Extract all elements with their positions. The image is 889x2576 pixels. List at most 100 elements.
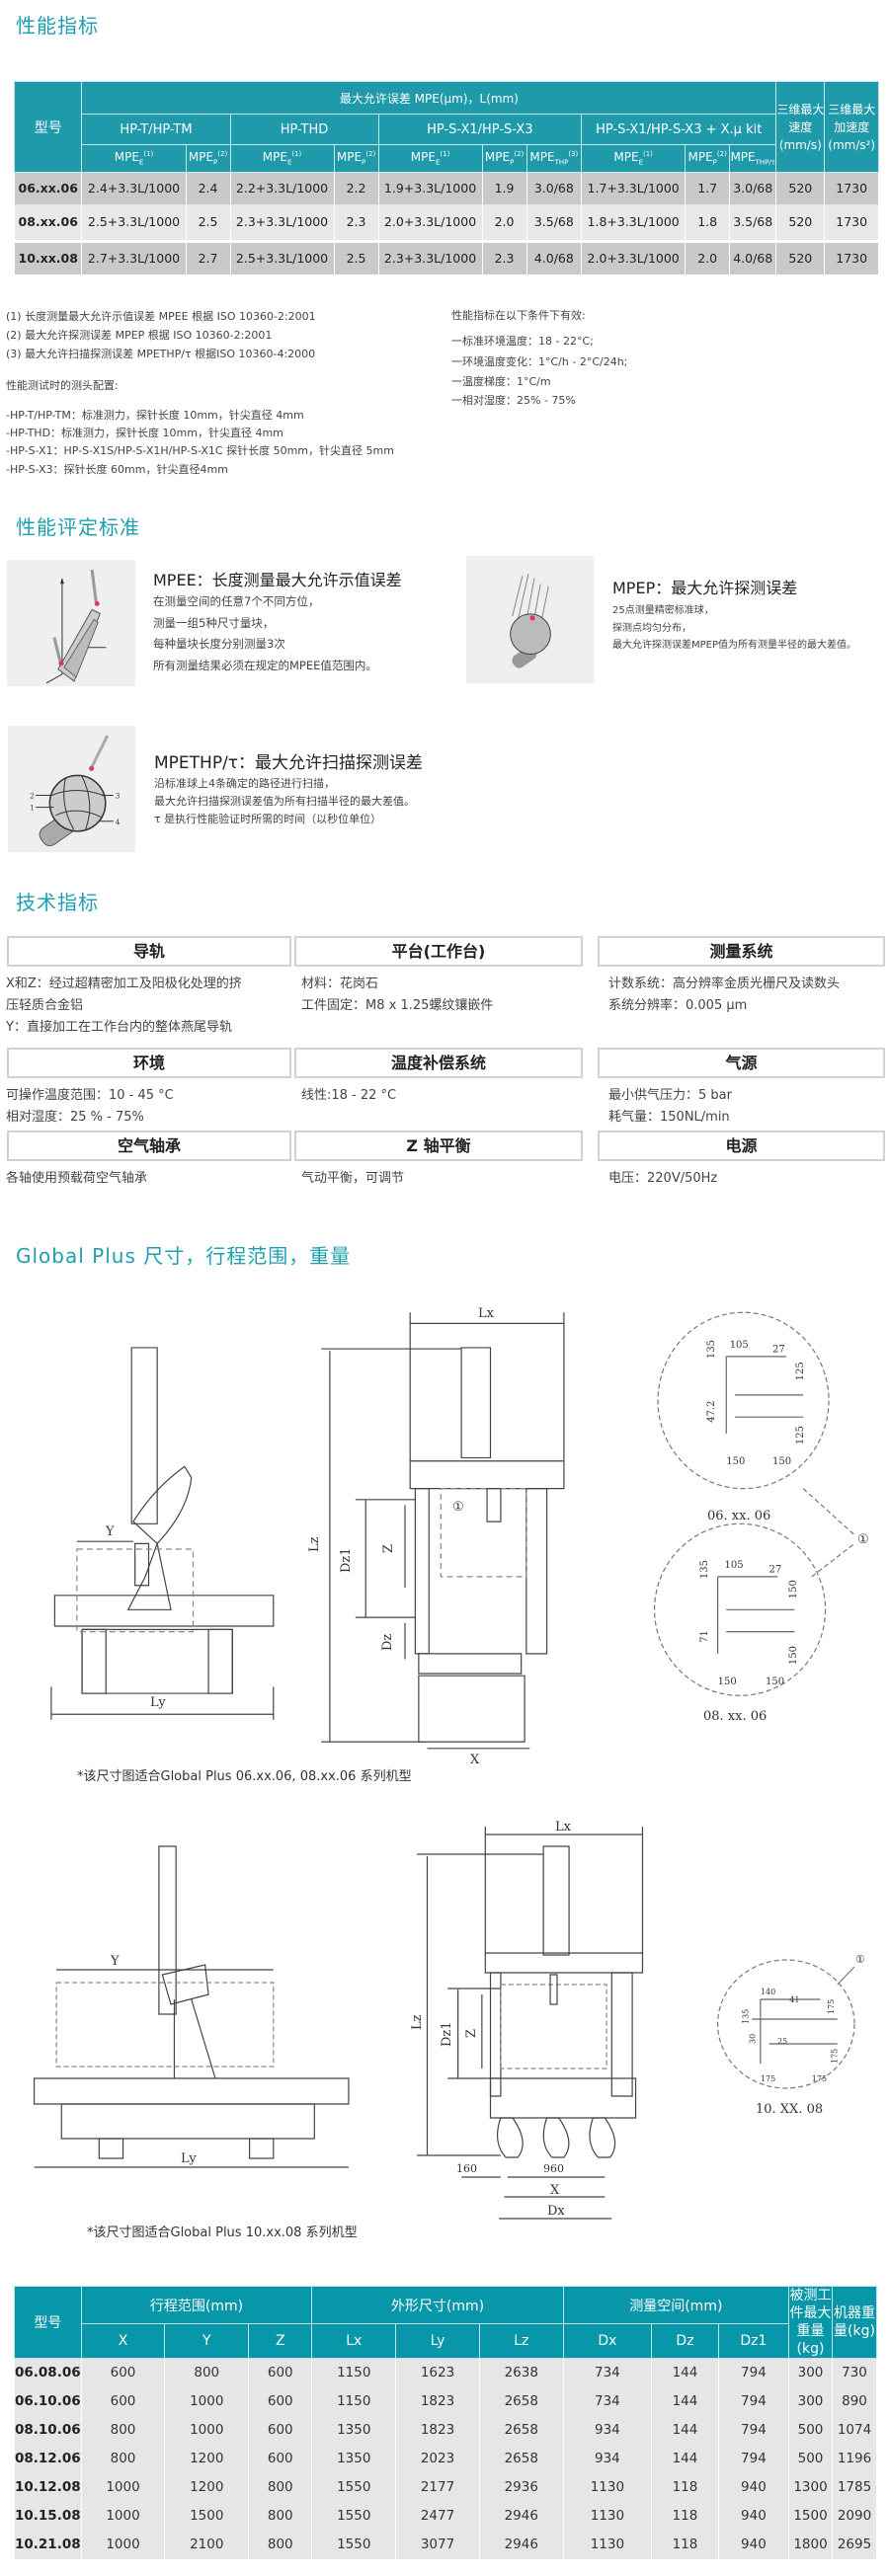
detail-dimension: 140: [761, 1988, 775, 1996]
note-line: (2) 最大允许探测误差 MPEP 根据 ISO 10360-2:2001: [6, 329, 273, 342]
max-weight-header: 被测工件最大重量(kg): [788, 2286, 833, 2359]
value-cell: 1.9: [481, 172, 527, 204]
condition-line: 一相对湿度：25% - 75%: [451, 394, 576, 407]
description-line: 测量一组5种尺寸量块，: [153, 616, 275, 630]
value-cell: 1623: [395, 2358, 480, 2387]
note-line: -HP-S-X3：探针长度 60mm，针尖直径4mm: [6, 463, 228, 476]
value-cell: 1000: [80, 2530, 166, 2559]
value-cell: 1000: [164, 2386, 250, 2416]
description-line: 最大允许扫描探测误差值为所有扫描半径的最大差值。: [154, 795, 415, 808]
value-cell: 2.0+3.3L/1000: [377, 203, 483, 240]
detail-dimension: 150: [766, 1677, 784, 1687]
mpe-sub-header: MPEP(2): [185, 144, 231, 173]
path-label: 2: [30, 792, 34, 801]
callout-mark: ①: [857, 1532, 869, 1547]
mpe-e-title: MPEE：长度测量最大允许示值误差: [153, 571, 402, 589]
value-cell: 2.2: [333, 172, 379, 204]
condition-line: 一温度梯度：1°C/m: [451, 375, 551, 388]
dim-label-y: Y: [105, 1524, 115, 1539]
value-cell: 600: [80, 2358, 166, 2387]
machine-weight-header: 机器重量(kg): [832, 2286, 877, 2359]
mpe-sub-header: MPEP(2): [685, 144, 731, 173]
value-cell: 1.8: [685, 203, 731, 240]
value-cell: 1074: [832, 2415, 877, 2445]
column-header: X: [80, 2323, 166, 2359]
mpe-label: MPE: [188, 150, 214, 165]
gap-cell: [14, 239, 879, 243]
value-cell: 2.5+3.3L/1000: [229, 242, 335, 274]
detail-dimension: 150: [718, 1677, 737, 1687]
note-line: -HP-THD：标准测力，探针长度 10mm，针尖直径 4mm: [6, 427, 283, 439]
spec-line: 线性:18 - 22 °C: [301, 1088, 397, 1103]
mpe-subscript: P: [712, 158, 717, 167]
section-title-evaluation: 性能评定标准: [16, 515, 140, 539]
note-ref: (1): [643, 150, 653, 159]
mpe-sub-header: MPEE(1): [229, 144, 335, 173]
spec-header: 空气轴承: [7, 1131, 291, 1161]
model-cell: 08.10.06: [14, 2415, 82, 2445]
dim-label-y: Y: [110, 1954, 120, 1969]
column-header: Dz: [651, 2323, 719, 2359]
value-cell: 1150: [311, 2358, 397, 2387]
value-cell: 2.5: [333, 242, 379, 274]
detail-dimension: 27: [769, 1564, 782, 1575]
mpe-header: 最大允许误差 MPE(μm)，L(mm): [81, 81, 777, 115]
value-cell: 144: [651, 2444, 719, 2473]
value-cell: 118: [651, 2530, 719, 2559]
column-header: Y: [164, 2323, 250, 2359]
value-cell: 520: [775, 242, 826, 274]
value-cell: 800: [164, 2358, 250, 2387]
value-cell: 1130: [562, 2472, 653, 2502]
group-header: 测量空间(mm): [562, 2285, 790, 2325]
value-cell: 934: [562, 2415, 653, 2445]
dim-label-dz: Dz: [380, 1634, 395, 1651]
value-cell: 2695: [832, 2530, 877, 2559]
dim-label-lz: Lz: [410, 2014, 425, 2030]
detail-dimension: 27: [772, 1344, 785, 1355]
dim-label-lx: Lx: [555, 1820, 572, 1834]
column-header: Z: [248, 2323, 313, 2359]
value-cell: 2946: [478, 2501, 564, 2531]
spec-header: Z 轴平衡: [294, 1131, 583, 1161]
value-cell: 2658: [478, 2386, 564, 2416]
value-cell: 1500: [788, 2501, 833, 2531]
value-cell: 2023: [395, 2444, 480, 2473]
spec-line: Y：直接加工在工作台内的整体燕尾导轨: [6, 1020, 232, 1035]
mpe-subscript: P: [213, 158, 218, 167]
value-cell: 1550: [311, 2501, 397, 2531]
detail-dimension: 125: [795, 1426, 806, 1444]
group-header: 外形尺寸(mm): [311, 2285, 564, 2325]
note-ref: (2): [514, 150, 525, 159]
mpe-thp-title: MPETHP/τ：最大允许扫描探测误差: [154, 753, 424, 773]
value-cell: 2177: [395, 2472, 480, 2502]
value-cell: 940: [717, 2472, 790, 2502]
value-cell: 1.9+3.3L/1000: [377, 172, 483, 204]
detail-dimension: 41: [789, 1995, 799, 2004]
model-cell: 08.xx.06: [13, 203, 83, 240]
section-title-technical: 技术指标: [16, 891, 99, 914]
spec-line: 计数系统：高分辨率金质光栅尺及读数头: [608, 976, 841, 991]
value-cell: 1730: [824, 242, 879, 274]
detail-dimension: 150: [788, 1580, 799, 1599]
value-cell: 3.0/68: [729, 172, 777, 204]
detail-dimension: 175: [761, 2074, 775, 2083]
column-header: Ly: [395, 2323, 480, 2359]
mpe-subscript: THP: [554, 158, 569, 167]
model-header: 型号: [14, 2286, 82, 2359]
section-title-performance: 性能指标: [16, 14, 99, 38]
value-cell: 934: [562, 2444, 653, 2473]
value-cell: 794: [717, 2415, 790, 2445]
row-gap: [14, 239, 879, 243]
spec-line: X和Z：经过超精密加工及阳极化处理的挤: [6, 976, 242, 991]
value-cell: 2.0: [481, 203, 527, 240]
condition-line: 一标准环境温度：18 - 22°C;: [451, 335, 594, 348]
value-cell: 2.2+3.3L/1000: [229, 172, 335, 204]
mpe-label: MPE: [336, 150, 363, 165]
value-cell: 3.0/68: [525, 172, 583, 204]
dim-label-960: 960: [543, 2162, 564, 2175]
spec-line: 可操作温度范围：10 - 45 °C: [6, 1088, 174, 1103]
